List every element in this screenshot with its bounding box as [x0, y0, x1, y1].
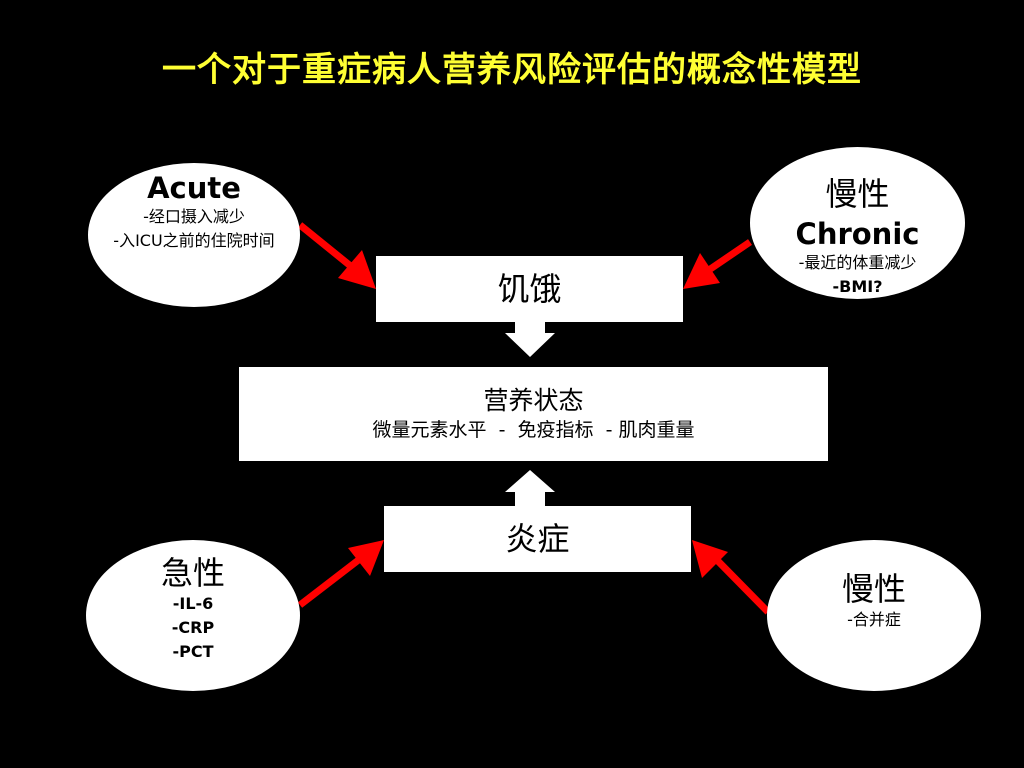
inflammation-box: 炎症 — [384, 506, 691, 572]
acute-bottom-item-1: -IL-6 — [172, 594, 214, 613]
arrow-acute-to-inflammation — [297, 540, 384, 608]
chronic-top-item-2: -BMI? — [832, 277, 883, 296]
chronic-top-heading-en: Chronic — [795, 217, 920, 251]
arrow-acute-to-hunger — [297, 222, 376, 289]
nutrition-sub: 微量元素水平 - 免疫指标 - 肌肉重量 — [372, 419, 695, 441]
acute-top-item-1: -经口摄入减少 — [143, 207, 245, 226]
acute-top-item-2: -入ICU之前的住院时间 — [113, 231, 275, 250]
arrow-hunger-to-nutrition — [505, 322, 555, 357]
arrow-chronic-to-inflammation — [692, 540, 771, 615]
acute-top-ellipse: Acute -经口摄入减少 -入ICU之前的住院时间 — [88, 163, 300, 307]
acute-bottom-heading: 急性 — [160, 554, 225, 592]
chronic-bottom-ellipse: 慢性 -合并症 — [767, 540, 981, 691]
hunger-box: 饥饿 — [376, 256, 683, 322]
acute-top-heading: Acute — [147, 171, 241, 205]
chronic-bottom-heading: 慢性 — [841, 570, 906, 608]
inflammation-label: 炎症 — [505, 520, 570, 558]
slide-title: 一个对于重症病人营养风险评估的概念性模型 — [162, 50, 862, 90]
hunger-label: 饥饿 — [497, 270, 562, 308]
acute-bottom-ellipse: 急性 -IL-6 -CRP -PCT — [86, 540, 300, 691]
nutrition-label: 营养状态 — [483, 386, 584, 415]
chronic-top-ellipse: 慢性 Chronic -最近的体重减少 -BMI? — [750, 147, 965, 299]
chronic-bottom-item-1: -合并症 — [847, 610, 901, 629]
nutrition-box: 营养状态 微量元素水平 - 免疫指标 - 肌肉重量 — [239, 367, 828, 461]
arrow-inflammation-to-nutrition — [505, 470, 555, 506]
chronic-top-item-1: -最近的体重减少 — [798, 253, 917, 272]
acute-bottom-item-2: -CRP — [171, 618, 215, 637]
chronic-top-heading-cn: 慢性 — [825, 175, 890, 213]
acute-bottom-item-3: -PCT — [172, 642, 214, 661]
arrow-chronic-to-hunger — [683, 239, 752, 289]
